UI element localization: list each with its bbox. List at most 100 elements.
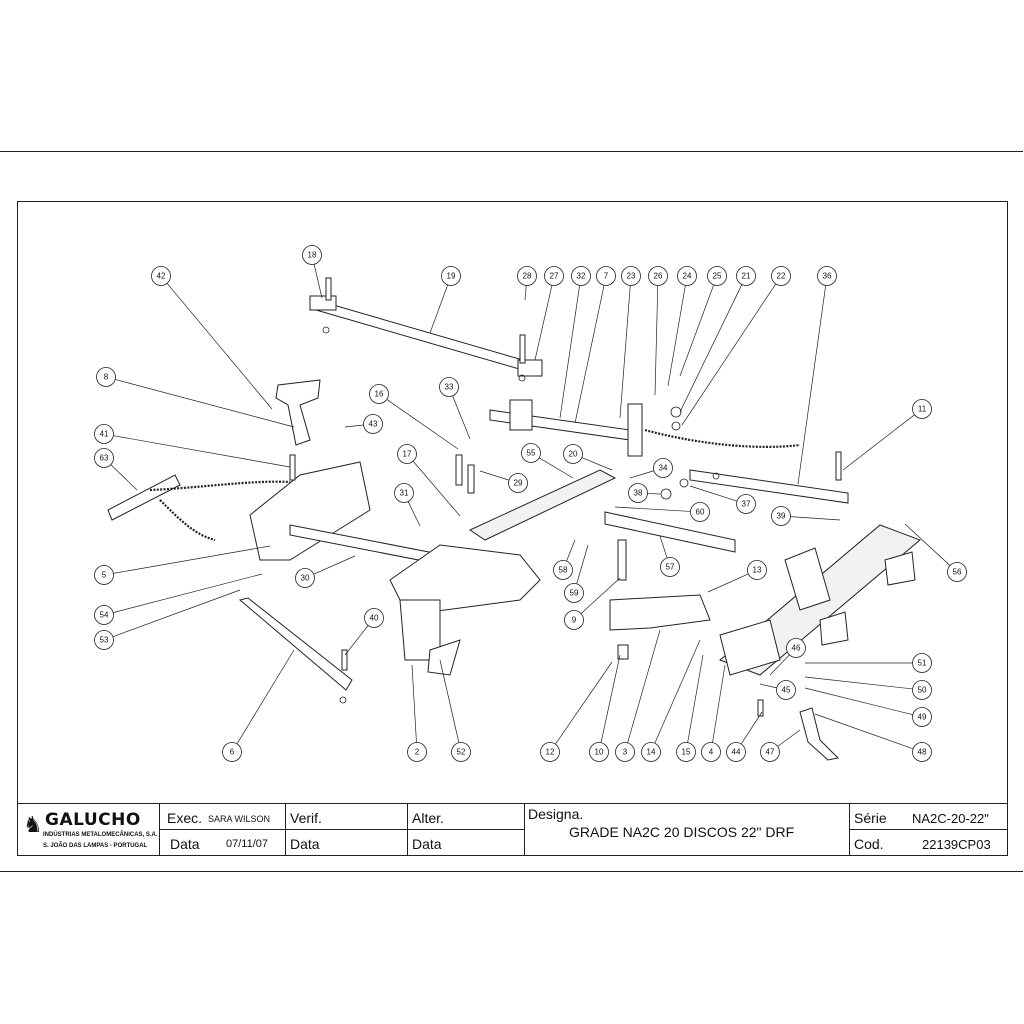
callout-balloon-4 bbox=[701, 742, 721, 762]
callout-leader-2 bbox=[411, 664, 417, 743]
callout-leader-56 bbox=[904, 523, 951, 566]
pin-18 bbox=[325, 277, 332, 301]
callout-leader-10 bbox=[600, 654, 621, 743]
callout-leader-50 bbox=[804, 676, 913, 690]
draw-bar bbox=[107, 474, 181, 521]
chain-right bbox=[644, 428, 801, 448]
callout-leader-40 bbox=[344, 625, 369, 656]
callout-leader-45 bbox=[759, 683, 777, 689]
callout-leader-36 bbox=[797, 285, 827, 485]
callout-balloon-29 bbox=[508, 473, 528, 493]
pin-29 bbox=[467, 464, 475, 494]
cod-label: Cod. bbox=[854, 836, 884, 852]
washer-b bbox=[518, 374, 526, 382]
callout-leader-12 bbox=[555, 661, 613, 745]
callout-label-59: 59 bbox=[570, 589, 579, 598]
callout-leader-42 bbox=[166, 283, 273, 410]
serie-value: NA2C-20-22" bbox=[912, 811, 989, 826]
callout-leader-14 bbox=[654, 639, 701, 744]
callout-balloon-22 bbox=[771, 266, 791, 286]
callout-balloon-2 bbox=[407, 742, 427, 762]
chain-left-low bbox=[159, 499, 216, 542]
upper-rail-bracket bbox=[509, 399, 533, 431]
company-emblem-icon: ♞ bbox=[23, 812, 43, 837]
callout-leader-57 bbox=[659, 535, 668, 559]
callout-label-30: 30 bbox=[301, 574, 310, 583]
callout-balloon-37 bbox=[736, 494, 756, 514]
callout-label-33: 33 bbox=[445, 383, 454, 392]
data-label-1: Data bbox=[170, 836, 200, 852]
callout-balloon-24 bbox=[677, 266, 697, 286]
callout-label-53: 53 bbox=[100, 636, 109, 645]
nut-12 bbox=[617, 644, 629, 660]
callout-leader-46 bbox=[769, 654, 790, 676]
foot-plate-52 bbox=[427, 639, 461, 676]
callout-label-3: 3 bbox=[623, 748, 628, 757]
left-hitch-frame bbox=[249, 461, 371, 561]
callout-leader-8 bbox=[115, 379, 295, 428]
callout-label-12: 12 bbox=[546, 748, 555, 757]
callout-balloon-12 bbox=[540, 742, 560, 762]
callout-balloon-38 bbox=[628, 483, 648, 503]
clevis-bracket bbox=[609, 594, 711, 631]
exec-label: Exec. bbox=[167, 810, 203, 826]
outer-frame bbox=[0, 151, 1023, 872]
callout-balloon-36 bbox=[817, 266, 837, 286]
callout-leader-15 bbox=[687, 654, 704, 743]
callout-label-9: 9 bbox=[572, 616, 577, 625]
callout-leader-33 bbox=[452, 395, 471, 440]
callout-balloon-59 bbox=[564, 583, 584, 603]
designa-label: Designa. bbox=[528, 806, 584, 822]
callout-label-8: 8 bbox=[104, 373, 109, 382]
callout-balloon-15 bbox=[676, 742, 696, 762]
callout-balloon-3 bbox=[615, 742, 635, 762]
callout-label-11: 11 bbox=[918, 405, 927, 414]
callout-balloon-51 bbox=[912, 653, 932, 673]
callout-balloon-17 bbox=[397, 444, 417, 464]
callout-balloon-33 bbox=[439, 377, 459, 397]
callout-label-2: 2 bbox=[415, 748, 420, 757]
callout-label-50: 50 bbox=[918, 686, 927, 695]
callout-balloon-46 bbox=[786, 638, 806, 658]
washer-37 bbox=[679, 478, 689, 488]
callout-leader-13 bbox=[707, 573, 749, 593]
callout-balloon-45 bbox=[776, 680, 796, 700]
callout-leader-3 bbox=[627, 629, 661, 743]
hydraulic-cylinder bbox=[604, 511, 736, 553]
callout-leader-7 bbox=[574, 285, 605, 424]
callout-label-23: 23 bbox=[627, 272, 636, 281]
exec-value: SARA WILSON bbox=[208, 814, 271, 824]
washer-40 bbox=[339, 696, 347, 704]
data-label-3: Data bbox=[412, 836, 442, 852]
top-link-bar bbox=[315, 299, 541, 376]
pin-41 bbox=[289, 454, 296, 481]
bushing-22 bbox=[671, 421, 681, 431]
callout-label-38: 38 bbox=[634, 489, 643, 498]
callout-leader-59 bbox=[576, 544, 589, 584]
callout-label-55: 55 bbox=[527, 449, 536, 458]
callout-balloon-5 bbox=[94, 565, 114, 585]
washer-a bbox=[322, 326, 330, 334]
upper-rail-plate bbox=[627, 403, 643, 457]
company-logo: GALUCHO bbox=[45, 810, 141, 830]
designa-value: GRADE NA2C 20 DISCOS 22" DRF bbox=[569, 824, 795, 840]
callout-label-41: 41 bbox=[100, 430, 109, 439]
callout-balloon-55 bbox=[521, 443, 541, 463]
callout-label-40: 40 bbox=[370, 614, 379, 623]
callout-balloon-39 bbox=[771, 506, 791, 526]
alter-cell: Alter. Data bbox=[408, 804, 525, 855]
callout-leader-52 bbox=[439, 659, 460, 743]
top-link-clevis-right bbox=[517, 359, 543, 377]
callout-label-17: 17 bbox=[403, 450, 412, 459]
callout-leader-37 bbox=[689, 485, 738, 502]
callout-balloon-43 bbox=[363, 414, 383, 434]
callout-label-39: 39 bbox=[777, 512, 786, 521]
company-name: INDÚSTRIAS METALOMECÂNICAS, S.A. bbox=[43, 832, 158, 838]
callout-leader-32 bbox=[559, 285, 580, 419]
serie-cell: Série NA2C-20-22" Cod. 22139CP03 bbox=[850, 804, 1008, 855]
right-beam-plate bbox=[719, 619, 781, 676]
washer-38 bbox=[660, 488, 672, 500]
callout-label-10: 10 bbox=[595, 748, 604, 757]
callout-leader-23 bbox=[619, 285, 631, 419]
